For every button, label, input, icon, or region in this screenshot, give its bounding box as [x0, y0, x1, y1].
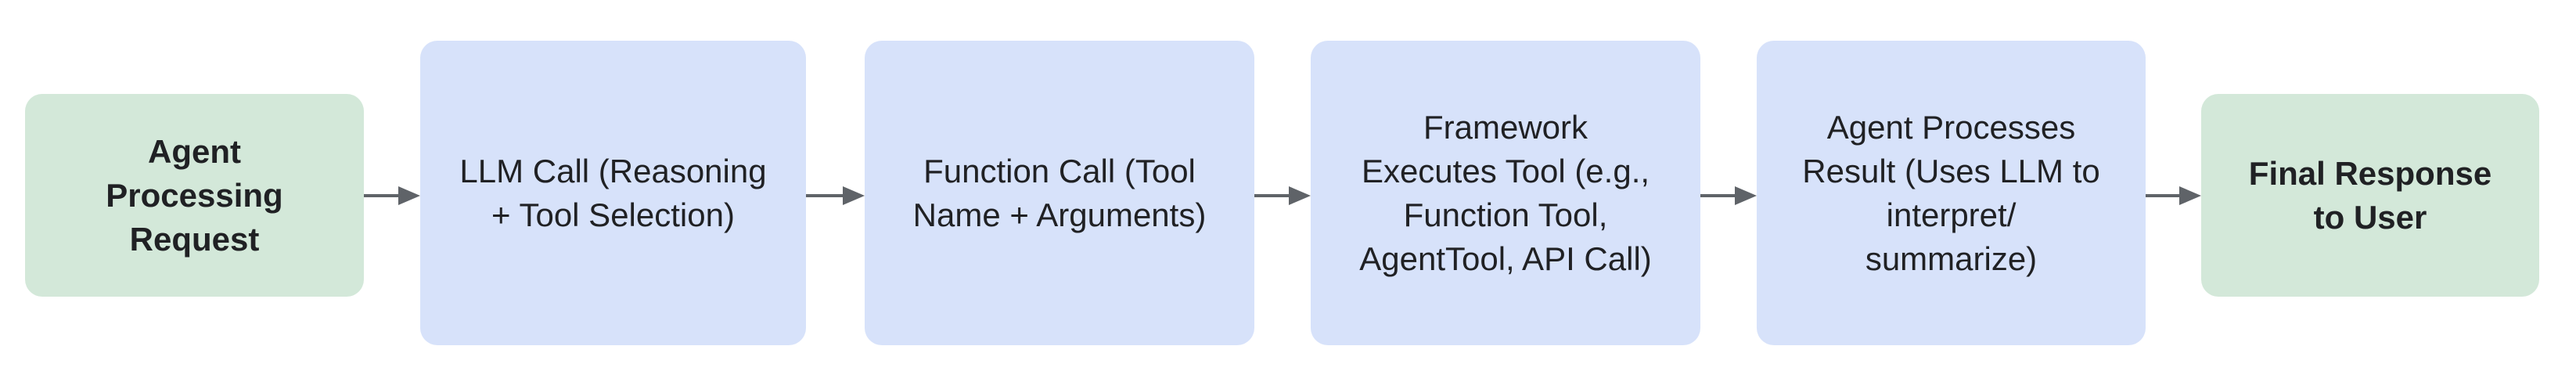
- flow-arrow-4-icon: [1700, 186, 1757, 205]
- node-llm-call: LLM Call (Reasoning + Tool Selection): [420, 41, 806, 345]
- node-label: Function Call (Tool Name + Arguments): [912, 152, 1207, 233]
- node-agent-processing-request: Agent Processing Request: [25, 94, 364, 297]
- arrow-head-icon: [2179, 186, 2201, 205]
- arrow-line: [806, 194, 846, 197]
- node-label: Framework Executes Tool (e.g., Function …: [1359, 108, 1652, 277]
- node-label: Agent Processing Request: [106, 132, 283, 258]
- node-label: LLM Call (Reasoning + Tool Selection): [459, 152, 767, 233]
- flow-arrow-5-icon: [2146, 186, 2201, 205]
- node-final-response-to-user: Final Response to User: [2201, 94, 2539, 297]
- node-framework-executes-tool: Framework Executes Tool (e.g., Function …: [1311, 41, 1700, 345]
- arrow-line: [2146, 194, 2182, 197]
- arrow-line: [1700, 194, 1738, 197]
- arrow-head-icon: [1735, 186, 1757, 205]
- node-function-call: Function Call (Tool Name + Arguments): [865, 41, 1254, 345]
- node-label: Agent Processes Result (Uses LLM to inte…: [1802, 108, 2100, 277]
- node-agent-processes-result: Agent Processes Result (Uses LLM to inte…: [1757, 41, 2146, 345]
- flow-arrow-1-icon: [364, 186, 420, 205]
- node-label: Final Response to User: [2248, 154, 2492, 236]
- arrow-head-icon: [1289, 186, 1311, 205]
- arrow-line: [1254, 194, 1292, 197]
- arrow-head-icon: [843, 186, 865, 205]
- arrow-head-icon: [398, 186, 420, 205]
- flow-arrow-3-icon: [1254, 186, 1311, 205]
- flow-arrow-2-icon: [806, 186, 865, 205]
- arrow-line: [364, 194, 401, 197]
